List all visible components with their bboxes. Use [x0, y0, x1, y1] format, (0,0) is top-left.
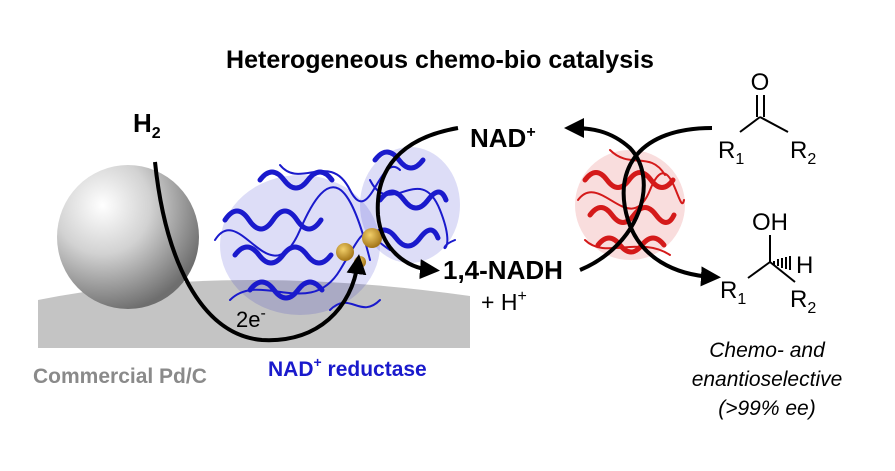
alcohol-r2: R2: [790, 286, 816, 317]
selectivity-caption-line-3: (>99% ee): [718, 397, 815, 420]
alcohol-oh: OH: [752, 209, 788, 236]
h2-label: H2: [133, 108, 161, 142]
h-plus-label: + H+: [481, 288, 527, 315]
nad-reduction-arrow: [375, 126, 459, 280]
h2-electron-arrow: [153, 161, 367, 343]
ketone-r1: R1: [718, 137, 744, 168]
selectivity-caption-line-2: enantioselective: [692, 368, 843, 391]
alcohol-structure: OH H R1 R2: [720, 209, 816, 317]
ketone-oxygen: O: [751, 69, 770, 96]
nadh-oxidation-arrow: [564, 118, 646, 272]
nad-reductase-label: NAD+ reductase: [268, 354, 427, 381]
selectivity-caption-line-1: Chemo- and: [709, 339, 826, 362]
nad-reductase-enzyme: [214, 147, 460, 315]
electron-label: 2e-: [236, 305, 266, 332]
alcohol-r1: R1: [720, 277, 746, 308]
alcohol-dehydrogenase-enzyme: [575, 149, 685, 260]
ketone-structure: O R1 R2: [718, 69, 816, 168]
ketone-r2: R2: [790, 137, 816, 168]
alcohol-h: H: [796, 252, 813, 279]
diagram-title: Heterogeneous chemo-bio catalysis: [226, 46, 654, 74]
nadh-label: 1,4-NADH: [443, 255, 563, 285]
pd-particle: [57, 165, 199, 309]
ketone-reduction-arrow: [621, 126, 721, 287]
pd-c-label: Commercial Pd/C: [33, 365, 207, 388]
nad-plus-label: NAD+: [470, 123, 536, 153]
